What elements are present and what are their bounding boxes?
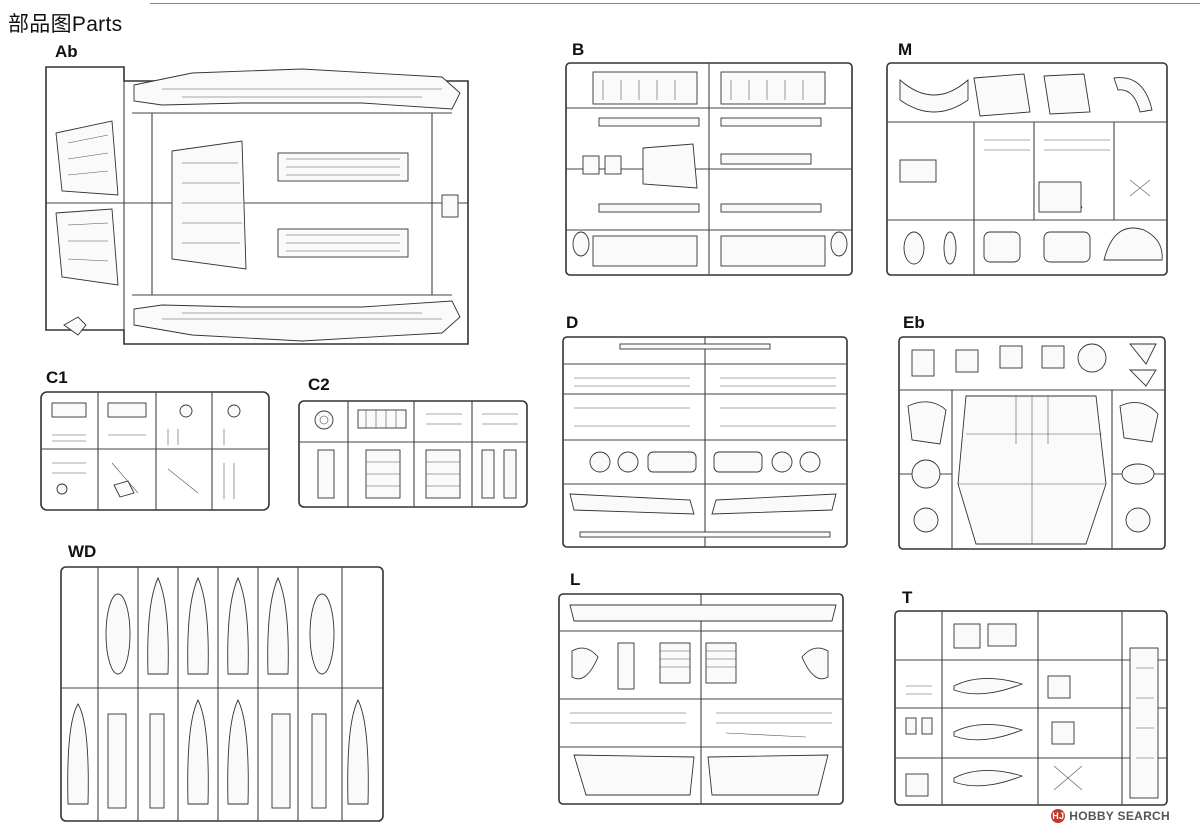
sprue-ab: [42, 63, 472, 348]
hobby-search-logo-icon: HJ: [1051, 809, 1066, 823]
sprue-label-c2: C2: [308, 375, 330, 394]
sprue-wd: [58, 564, 386, 824]
sprue-m: [884, 60, 1170, 278]
sprue-label-d: D: [566, 313, 579, 332]
sprue-d: [560, 334, 850, 550]
sprue-label-wd: WD: [68, 542, 97, 561]
sprue-label-t: T: [902, 588, 913, 607]
page-title: 部品图Parts: [8, 13, 123, 36]
sprue-label-m: M: [898, 40, 913, 59]
sprue-c2: [296, 398, 530, 510]
top-rule: [150, 3, 1200, 4]
sprue-label-ab: Ab: [55, 42, 78, 61]
sprue-label-c1: C1: [46, 368, 68, 387]
sprue-t: [892, 608, 1170, 808]
sprue-c1: [38, 389, 272, 513]
sprue-label-b: B: [572, 40, 585, 59]
sprue-label-eb: Eb: [903, 313, 925, 332]
sprue-eb: [896, 334, 1168, 552]
sprue-b: [563, 60, 855, 278]
watermark-text: HOBBY SEARCH: [1069, 809, 1170, 823]
sprue-label-l: L: [570, 570, 581, 589]
sprue-l: [556, 591, 846, 807]
watermark: HJ HOBBY SEARCH: [1051, 809, 1170, 823]
